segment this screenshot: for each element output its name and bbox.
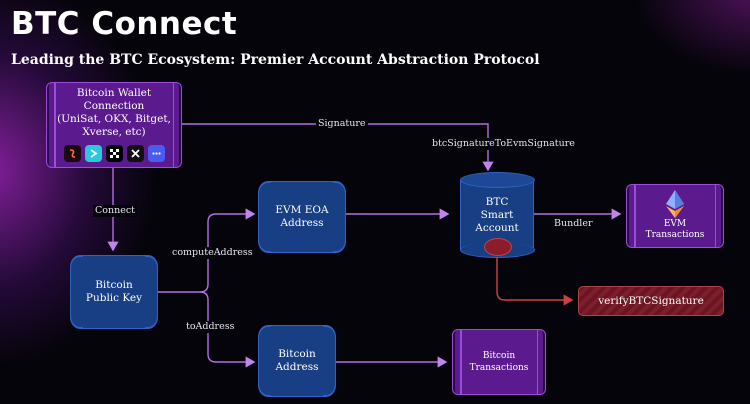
bitcoin-transactions-node: Bitcoin Transactions [452, 329, 546, 395]
bitget-icon [84, 145, 102, 162]
smart-account-line2: Smart [480, 208, 514, 221]
verify-btc-signature-node: verifyBTCSignature [578, 286, 724, 316]
unisat-icon [63, 145, 81, 162]
edge-to-address [199, 291, 256, 368]
verify-port-indicator [484, 238, 512, 256]
evm-eoa-line1: EVM EOA [275, 204, 329, 216]
compute-address-label: computeAddress [170, 247, 255, 259]
btc-address-line2: Address [275, 361, 319, 373]
bitcoin-public-key-node: Bitcoin Public Key [70, 255, 158, 329]
evm-eoa-address-node: EVM EOA Address [258, 181, 346, 253]
wallet-icons [47, 145, 181, 162]
btc-tx-line1: Bitcoin [482, 351, 516, 361]
bitcoin-address-node: Bitcoin Address [258, 325, 336, 397]
public-key-line2: Public Key [85, 292, 143, 304]
connect-label: Connect [93, 205, 137, 217]
wallet-title-line2: Connection [83, 100, 145, 112]
okx-icon [105, 145, 123, 162]
btc-tx-line2: Transactions [469, 363, 529, 373]
xverse-icon [126, 145, 144, 162]
wallet-title-line1: Bitcoin Wallet [76, 87, 152, 99]
page-title: BTC Connect [11, 6, 238, 42]
wallet-title-line3: (UniSat, OKX, Bitget, [57, 113, 171, 125]
evm-transactions-node: EVM Transactions [626, 184, 724, 248]
evm-tx-line1: EVM [663, 219, 687, 229]
public-key-line1: Bitcoin [95, 279, 133, 291]
wallet-title-line4: Xverse, etc) [82, 126, 146, 138]
edge-signature [182, 123, 494, 172]
smart-account-line3: Account [475, 221, 519, 234]
cylinder-top [459, 172, 535, 188]
evm-tx-line2: Transactions [645, 230, 705, 240]
evm-eoa-line2: Address [280, 217, 324, 229]
btc-smart-account-node: BTC Smart Account [459, 172, 535, 258]
more-icon [147, 145, 165, 162]
smart-account-line1: BTC [485, 195, 509, 208]
signature-label: Signature [316, 118, 368, 130]
bundler-label: Bundler [554, 218, 593, 229]
btc-address-line1: Bitcoin [278, 348, 316, 360]
wallet-connection-node: Bitcoin Wallet Connection (UniSat, OKX, … [46, 82, 182, 168]
convert-label: btcSignatureToEvmSignature [430, 138, 577, 150]
ethereum-icon [627, 189, 723, 219]
to-address-label: toAddress [184, 321, 237, 333]
page-subtitle: Leading the BTC Ecosystem: Premier Accou… [11, 52, 540, 68]
edge-verify [496, 254, 574, 306]
